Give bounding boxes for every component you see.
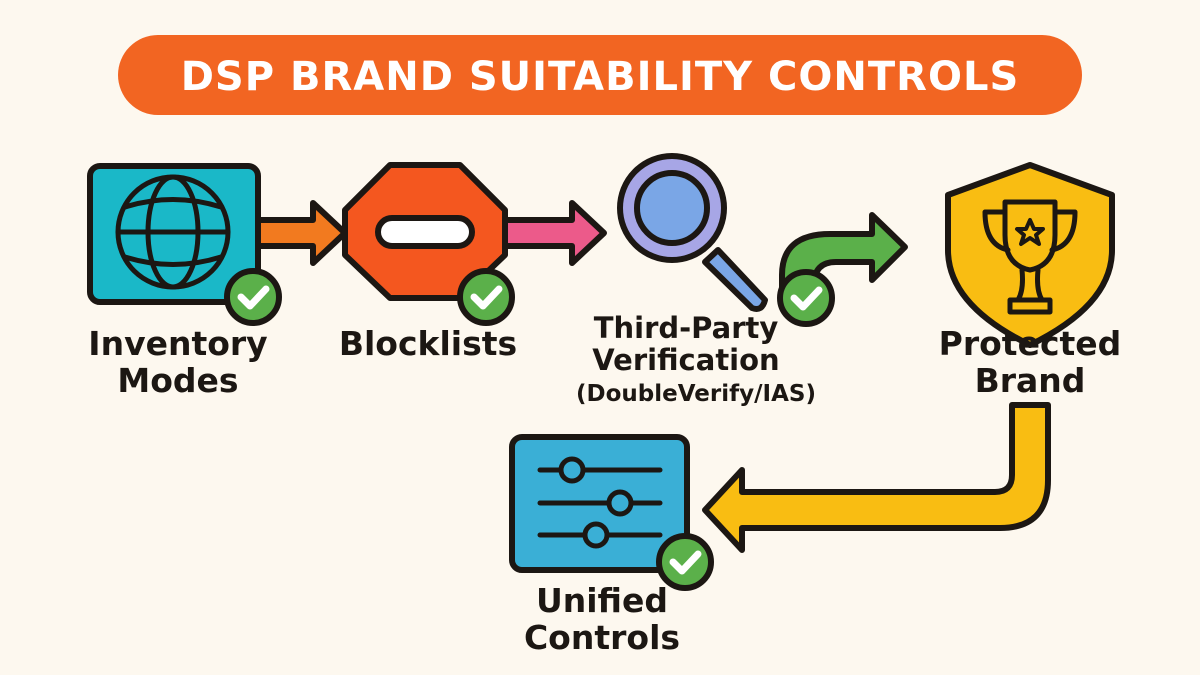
- magnifier-icon: [617, 153, 768, 312]
- label-protected-2: Brand: [975, 361, 1086, 400]
- label-unified-2: Controls: [524, 618, 680, 657]
- arrow-orange: [255, 200, 348, 266]
- label-protected-1: Protected: [939, 324, 1122, 363]
- check-badge-unified: [656, 533, 714, 591]
- label-inventory-2: Modes: [117, 361, 238, 400]
- title-text: DSP BRAND SUITABILITY CONTROLS: [181, 54, 1020, 100]
- check-badge-inventory: [224, 268, 282, 326]
- title-banner: DSP BRAND SUITABILITY CONTROLS: [118, 35, 1082, 115]
- sliders-icon: [509, 434, 690, 573]
- label-inventory-1: Inventory: [88, 324, 267, 363]
- arrow-pink: [502, 200, 607, 266]
- label-unified-1: Unified: [536, 581, 668, 620]
- check-badge-blocklists: [457, 268, 515, 326]
- label-verification-3: (DoubleVerify/IAS): [576, 381, 816, 407]
- globe-icon: [87, 163, 261, 305]
- label-blocklists: Blocklists: [339, 324, 517, 363]
- label-verification-1: Third-Party: [594, 311, 779, 345]
- check-badge-verification: [777, 269, 835, 327]
- arrow-yellow: [702, 402, 1051, 553]
- shield-trophy-icon: [945, 162, 1115, 348]
- label-verification-2: Verification: [592, 343, 779, 377]
